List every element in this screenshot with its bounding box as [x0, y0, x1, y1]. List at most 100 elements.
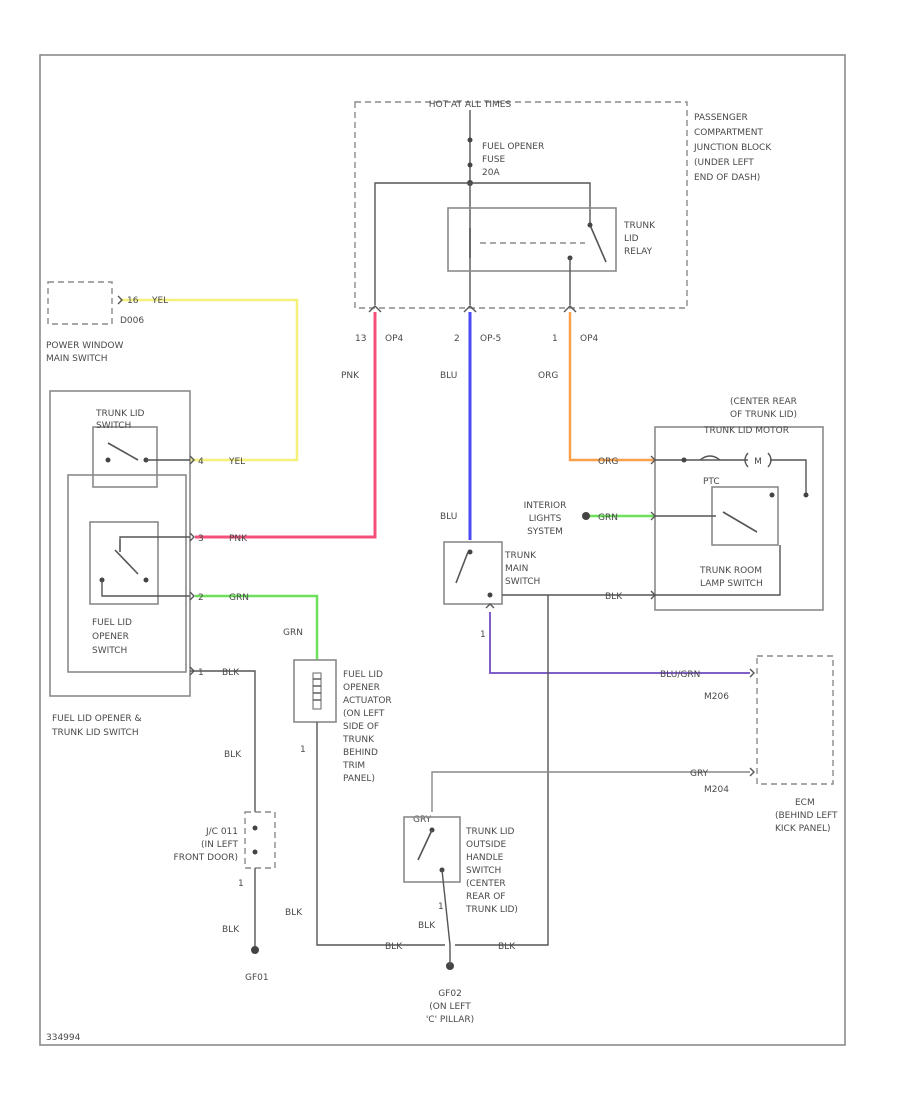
- svg-text:MAIN: MAIN: [505, 564, 528, 574]
- wire-label-blu: BLU: [440, 371, 457, 381]
- trunk-lid-switch-contact: [107, 442, 139, 461]
- ecm-outline: [756, 655, 834, 785]
- trunk-room-lamp-switch-box: [711, 486, 779, 546]
- fuel-lid-actuator-pin: 1: [300, 745, 306, 755]
- svg-text:TRIM: TRIM: [342, 761, 365, 771]
- center-rear-label: (CENTER REAR OF TRUNK LID): [730, 397, 797, 420]
- wire-label-blu-grn: BLU/GRN: [660, 670, 700, 680]
- svg-text:TRUNK: TRUNK: [342, 735, 375, 745]
- wire-label-blu-2: BLU: [440, 512, 457, 522]
- hot-at-all-times-label: HOT AT ALL TIMES: [429, 100, 512, 110]
- interior-lights-label: INTERIOR LIGHTS SYSTEM: [524, 501, 567, 537]
- wire-label-blk-actuator: BLK: [285, 908, 303, 918]
- wire-label-grn: GRN: [229, 593, 249, 603]
- outside-handle-pin: 1: [438, 902, 444, 912]
- connector-op5-pin2: 2 OP-5: [454, 305, 501, 344]
- fuel-lid-trunk-lid-switch-assembly: [49, 390, 191, 697]
- svg-text:SIDE OF: SIDE OF: [343, 722, 379, 732]
- svg-text:(CENTER: (CENTER: [466, 879, 506, 889]
- svg-text:REAR OF: REAR OF: [466, 892, 505, 902]
- svg-text:FUEL OPENER: FUEL OPENER: [482, 142, 544, 152]
- svg-text:TRUNK ROOM: TRUNK ROOM: [699, 566, 762, 576]
- wire-label-gry: GRY: [690, 769, 709, 779]
- gf01-label: GF01: [245, 973, 269, 983]
- svg-text:SWITCH: SWITCH: [96, 421, 131, 431]
- jc011-pin: 1: [238, 879, 244, 889]
- svg-text:(UNDER LEFT: (UNDER LEFT: [694, 158, 754, 168]
- trunk-room-lamp-label: TRUNK ROOM LAMP SWITCH: [699, 566, 763, 589]
- svg-text:JUNCTION BLOCK: JUNCTION BLOCK: [693, 143, 772, 153]
- switch-pins: 4 3 2 1: [189, 455, 204, 678]
- ecm-connector-m206: M206: [704, 692, 729, 702]
- trunk-main-switch-contact: [455, 551, 469, 584]
- wire-label-blk-room-lamp: BLK: [605, 592, 623, 602]
- svg-text:COMPARTMENT: COMPARTMENT: [694, 128, 763, 138]
- wire-blk-main-ground: [455, 595, 549, 946]
- wire-label-blk-gf02-right: BLK: [498, 942, 516, 952]
- svg-text:MAIN SWITCH: MAIN SWITCH: [46, 354, 107, 364]
- trunk-lid-outside-handle-switch: [403, 816, 461, 883]
- fuel-lid-opener-switch-contact: [114, 549, 139, 575]
- svg-text:OPENER: OPENER: [343, 683, 380, 693]
- svg-text:SYSTEM: SYSTEM: [527, 527, 563, 537]
- fuse-terminal-bottom: [467, 162, 473, 168]
- wire-label-blk-gf02-left: BLK: [385, 942, 403, 952]
- wire-label-yel: YEL: [228, 457, 245, 467]
- svg-text:FUEL LID OPENER &: FUEL LID OPENER &: [52, 714, 142, 724]
- wire-label-grn-3: GRN: [598, 513, 618, 523]
- ptc-label: PTC: [703, 477, 720, 487]
- svg-text:TRUNK: TRUNK: [504, 551, 537, 561]
- ecm-label: ECM (BEHIND LEFT KICK PANEL): [775, 798, 838, 834]
- svg-text:TRUNK LID: TRUNK LID: [465, 827, 515, 837]
- svg-text:(IN LEFT: (IN LEFT: [201, 840, 238, 850]
- wire-gry: [431, 771, 750, 812]
- svg-text:OP4: OP4: [385, 334, 404, 344]
- svg-text:TRUNK LID: TRUNK LID: [95, 409, 145, 419]
- junction-block-label: PASSENGER COMPARTMENT JUNCTION BLOCK (UN…: [693, 113, 772, 183]
- svg-text:4: 4: [198, 457, 204, 467]
- outside-handle-label: TRUNK LID OUTSIDE HANDLE SWITCH (CENTER …: [465, 827, 518, 915]
- svg-text:(BEHIND LEFT: (BEHIND LEFT: [775, 811, 838, 821]
- wire-label-blk-gf01: BLK: [222, 925, 240, 935]
- svg-text:FRONT DOOR): FRONT DOOR): [174, 853, 238, 863]
- wire-label-pnk-2: PNK: [229, 534, 248, 544]
- svg-text:2: 2: [454, 334, 460, 344]
- svg-text:(CENTER REAR: (CENTER REAR: [730, 397, 797, 407]
- svg-text:FUEL LID: FUEL LID: [343, 670, 383, 680]
- svg-text:FUSE: FUSE: [482, 155, 505, 165]
- fuel-trunk-switch-label: FUEL LID OPENER & TRUNK LID SWITCH: [51, 714, 142, 738]
- svg-text:SWITCH: SWITCH: [505, 577, 540, 587]
- ptc-element: [699, 455, 721, 461]
- svg-text:16: 16: [127, 296, 139, 306]
- svg-text:PANEL): PANEL): [343, 774, 375, 784]
- jc011-outline: [244, 811, 276, 869]
- wire-pnk: [195, 312, 377, 539]
- svg-text:TRUNK LID): TRUNK LID): [465, 905, 518, 915]
- diagram-frame: [39, 54, 846, 1046]
- trunk-room-lamp-switch-contact: [722, 511, 758, 533]
- wire-blk-actuator-ground: [316, 722, 445, 946]
- svg-text:OPENER: OPENER: [92, 632, 129, 642]
- outside-handle-switch-contact: [417, 829, 433, 861]
- relay-label: TRUNK LID RELAY: [623, 221, 656, 257]
- svg-text:TRUNK LID SWITCH: TRUNK LID SWITCH: [51, 728, 139, 738]
- svg-text:TRUNK: TRUNK: [623, 221, 656, 231]
- fuel-lid-opener-switch-outline: [67, 474, 187, 673]
- interior-lights-terminal: [582, 512, 590, 520]
- junction-block-outline: [354, 101, 688, 309]
- svg-text:KICK PANEL): KICK PANEL): [775, 824, 831, 834]
- svg-text:2: 2: [198, 593, 204, 603]
- trunk-main-switch-label: TRUNK MAIN SWITCH: [504, 551, 540, 587]
- relay-contact: [589, 224, 607, 263]
- trunk-lid-relay: [447, 207, 617, 272]
- trunk-lid-motor-label: TRUNK LID MOTOR: [703, 426, 789, 436]
- wire-label-org: ORG: [538, 371, 558, 381]
- trunk-main-switch-pin: 1: [480, 630, 486, 640]
- svg-text:1: 1: [198, 668, 204, 678]
- motor-m-label: M: [754, 457, 762, 467]
- svg-text:(ON LEFT: (ON LEFT: [343, 709, 385, 719]
- svg-text:YEL: YEL: [151, 296, 168, 306]
- svg-text:INTERIOR: INTERIOR: [524, 501, 567, 511]
- svg-text:LIGHTS: LIGHTS: [529, 514, 562, 524]
